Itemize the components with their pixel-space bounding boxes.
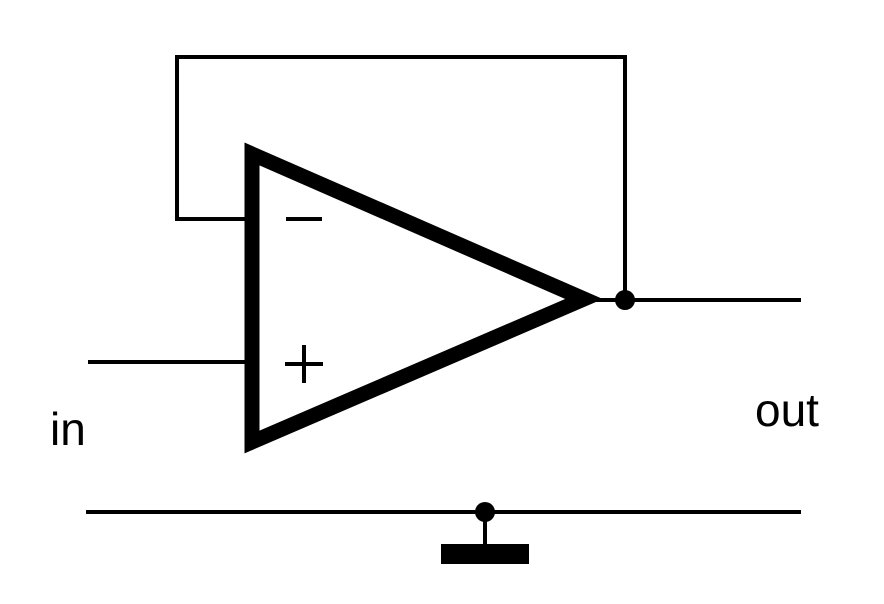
plus-sign — [285, 345, 323, 383]
output-junction-node — [615, 290, 635, 310]
feedback-wire — [175, 55, 627, 300]
ground-icon — [441, 502, 529, 564]
output-label: out — [755, 384, 819, 436]
input-label: in — [50, 403, 86, 455]
op-amp-triangle — [244, 142, 603, 454]
